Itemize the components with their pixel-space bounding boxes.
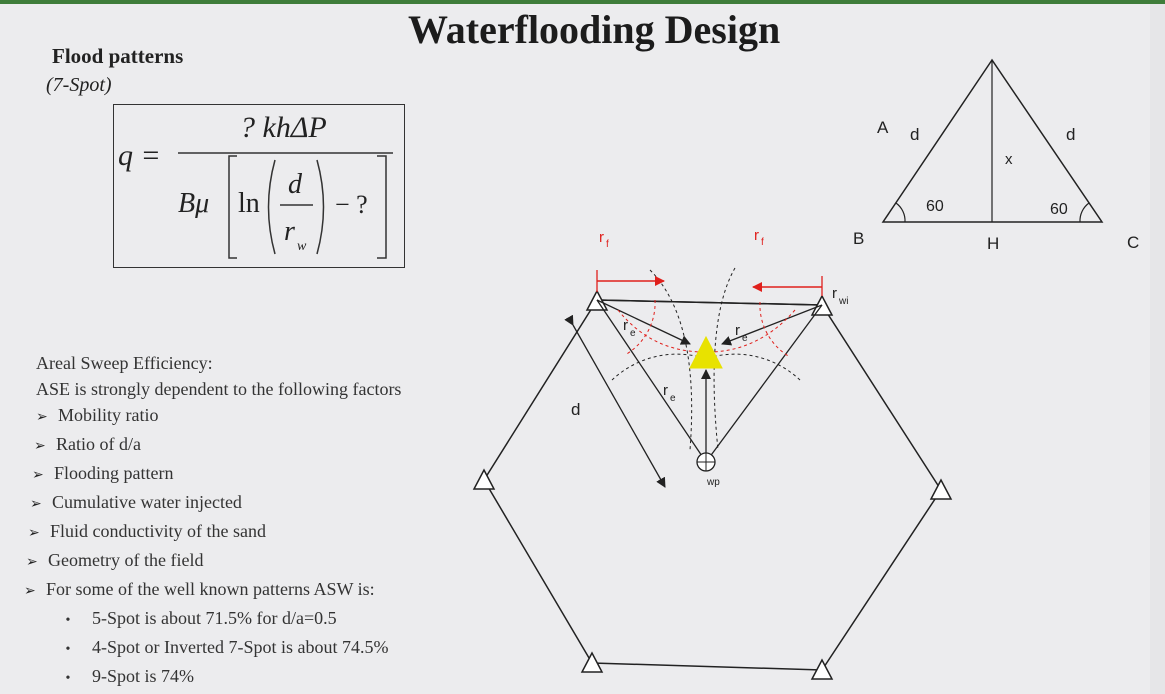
ase-factor: ➢Geometry of the field (26, 547, 401, 576)
ase-factor: ➢For some of the well known patterns ASW… (24, 576, 401, 605)
vertex-c-label: C (1127, 233, 1139, 252)
distance-d-arrow (564, 314, 666, 488)
right-bracket (377, 155, 387, 259)
ase-text-block: Areal Sweep Efficiency: ASE is strongly … (24, 350, 402, 692)
vertex-a-label: A (877, 118, 889, 137)
arrow-bullet-icon: ➢ (28, 526, 40, 541)
right-paren (316, 159, 325, 255)
radius-arc-left (624, 299, 656, 356)
arrow-bullet-icon: ➢ (32, 468, 44, 483)
foot-label: H (987, 234, 999, 253)
injection-well-icon (810, 658, 834, 680)
height-label: x (1005, 151, 1013, 168)
pattern-item: •9-Spot is 74% (44, 663, 401, 692)
pattern-label: (7-Spot) (46, 74, 112, 96)
angle-arc-right (1079, 202, 1090, 223)
re-label-3: r (663, 382, 668, 399)
arrow-bullet-icon: ➢ (34, 439, 46, 454)
arrow-bullet-icon: ➢ (26, 555, 38, 570)
injection-well-icon (580, 651, 604, 673)
frac-bottom: r (284, 216, 295, 247)
left-bracket (228, 155, 237, 259)
rf-left-label: r (599, 229, 604, 246)
formula-ln: ln (238, 188, 260, 219)
rf-left-sub: f (606, 239, 609, 250)
re-sub-3: e (670, 393, 676, 404)
distance-d-label: d (571, 400, 580, 419)
arrow-bullet-icon: ➢ (30, 497, 42, 512)
influence-arc (701, 353, 801, 381)
left-paren (267, 159, 276, 255)
radius-arc (711, 309, 796, 353)
line-to-producer (705, 304, 823, 463)
rwi-sub: wi (838, 296, 848, 307)
wp-label: wp (706, 477, 720, 488)
formula-tail: − ? (335, 190, 368, 219)
injection-well-icon (472, 468, 496, 490)
ase-factor: ➢Fluid conductivity of the sand (28, 518, 401, 547)
side-right-label: d (1066, 125, 1075, 144)
influence-arc (611, 353, 711, 381)
section-heading: Flood patterns (52, 44, 184, 68)
formula-lhs: q = (118, 139, 161, 172)
frac-top: d (288, 169, 303, 200)
ase-factor: ➢Flooding pattern (32, 460, 401, 489)
side-left-label: d (910, 125, 919, 144)
rwi-label: r (832, 285, 837, 302)
angle-right-label: 60 (1050, 201, 1068, 218)
vertex-b-label: B (853, 229, 864, 248)
dot-bullet-icon: • (65, 642, 71, 657)
top-accent-bar (0, 0, 1165, 4)
ase-factor: ➢Mobility ratio (36, 402, 401, 431)
arrow-bullet-icon: ➢ (36, 410, 48, 425)
ase-heading: Areal Sweep Efficiency: (36, 353, 213, 373)
re-sub-2: e (742, 333, 748, 344)
influence-arc (713, 267, 736, 451)
equilateral-triangle-diagram: A d d x 60 60 B H C (853, 58, 1139, 253)
arrow-bullet-icon: ➢ (24, 584, 36, 599)
formula-numerator: ? khΔP (240, 111, 327, 144)
re-label-1: r (623, 317, 628, 334)
formula-denominator-prefix: Bμ (178, 188, 209, 219)
angle-arc-left (895, 202, 906, 223)
top-edge (596, 299, 823, 306)
radius-arc (617, 309, 701, 353)
radius-arc-right (759, 301, 791, 358)
flow-rate-formula-box (113, 104, 405, 268)
ase-factor: ➢Ratio of d/a (34, 431, 401, 460)
influence-arc (649, 269, 693, 451)
angle-left-label: 60 (926, 198, 944, 215)
pattern-item: •5-Spot is about 71.5% for d/a=0.5 (44, 605, 401, 634)
re-label-2: r (735, 322, 740, 339)
ase-factor: ➢Cumulative water injected (30, 489, 401, 518)
producer-triangle-icon (689, 335, 723, 369)
ase-intro: ASE is strongly dependent to the followi… (36, 379, 402, 399)
flow-arrow-right (721, 304, 823, 346)
flow-arrow-left (596, 299, 691, 345)
pattern-item: •4-Spot or Inverted 7-Spot is about 74.5… (44, 634, 401, 663)
re-sub-1: e (630, 328, 636, 339)
injection-well-icon (929, 478, 953, 500)
frac-bottom-sub: w (297, 239, 307, 254)
dot-bullet-icon: • (65, 671, 71, 686)
rf-right-sub: f (761, 237, 764, 248)
rf-right-label: r (754, 227, 759, 244)
seven-spot-pattern-diagram: r f r f r e r e r e r wi wp d (472, 227, 953, 680)
slide-title: Waterflooding Design (408, 7, 781, 52)
dot-bullet-icon: • (65, 613, 71, 628)
